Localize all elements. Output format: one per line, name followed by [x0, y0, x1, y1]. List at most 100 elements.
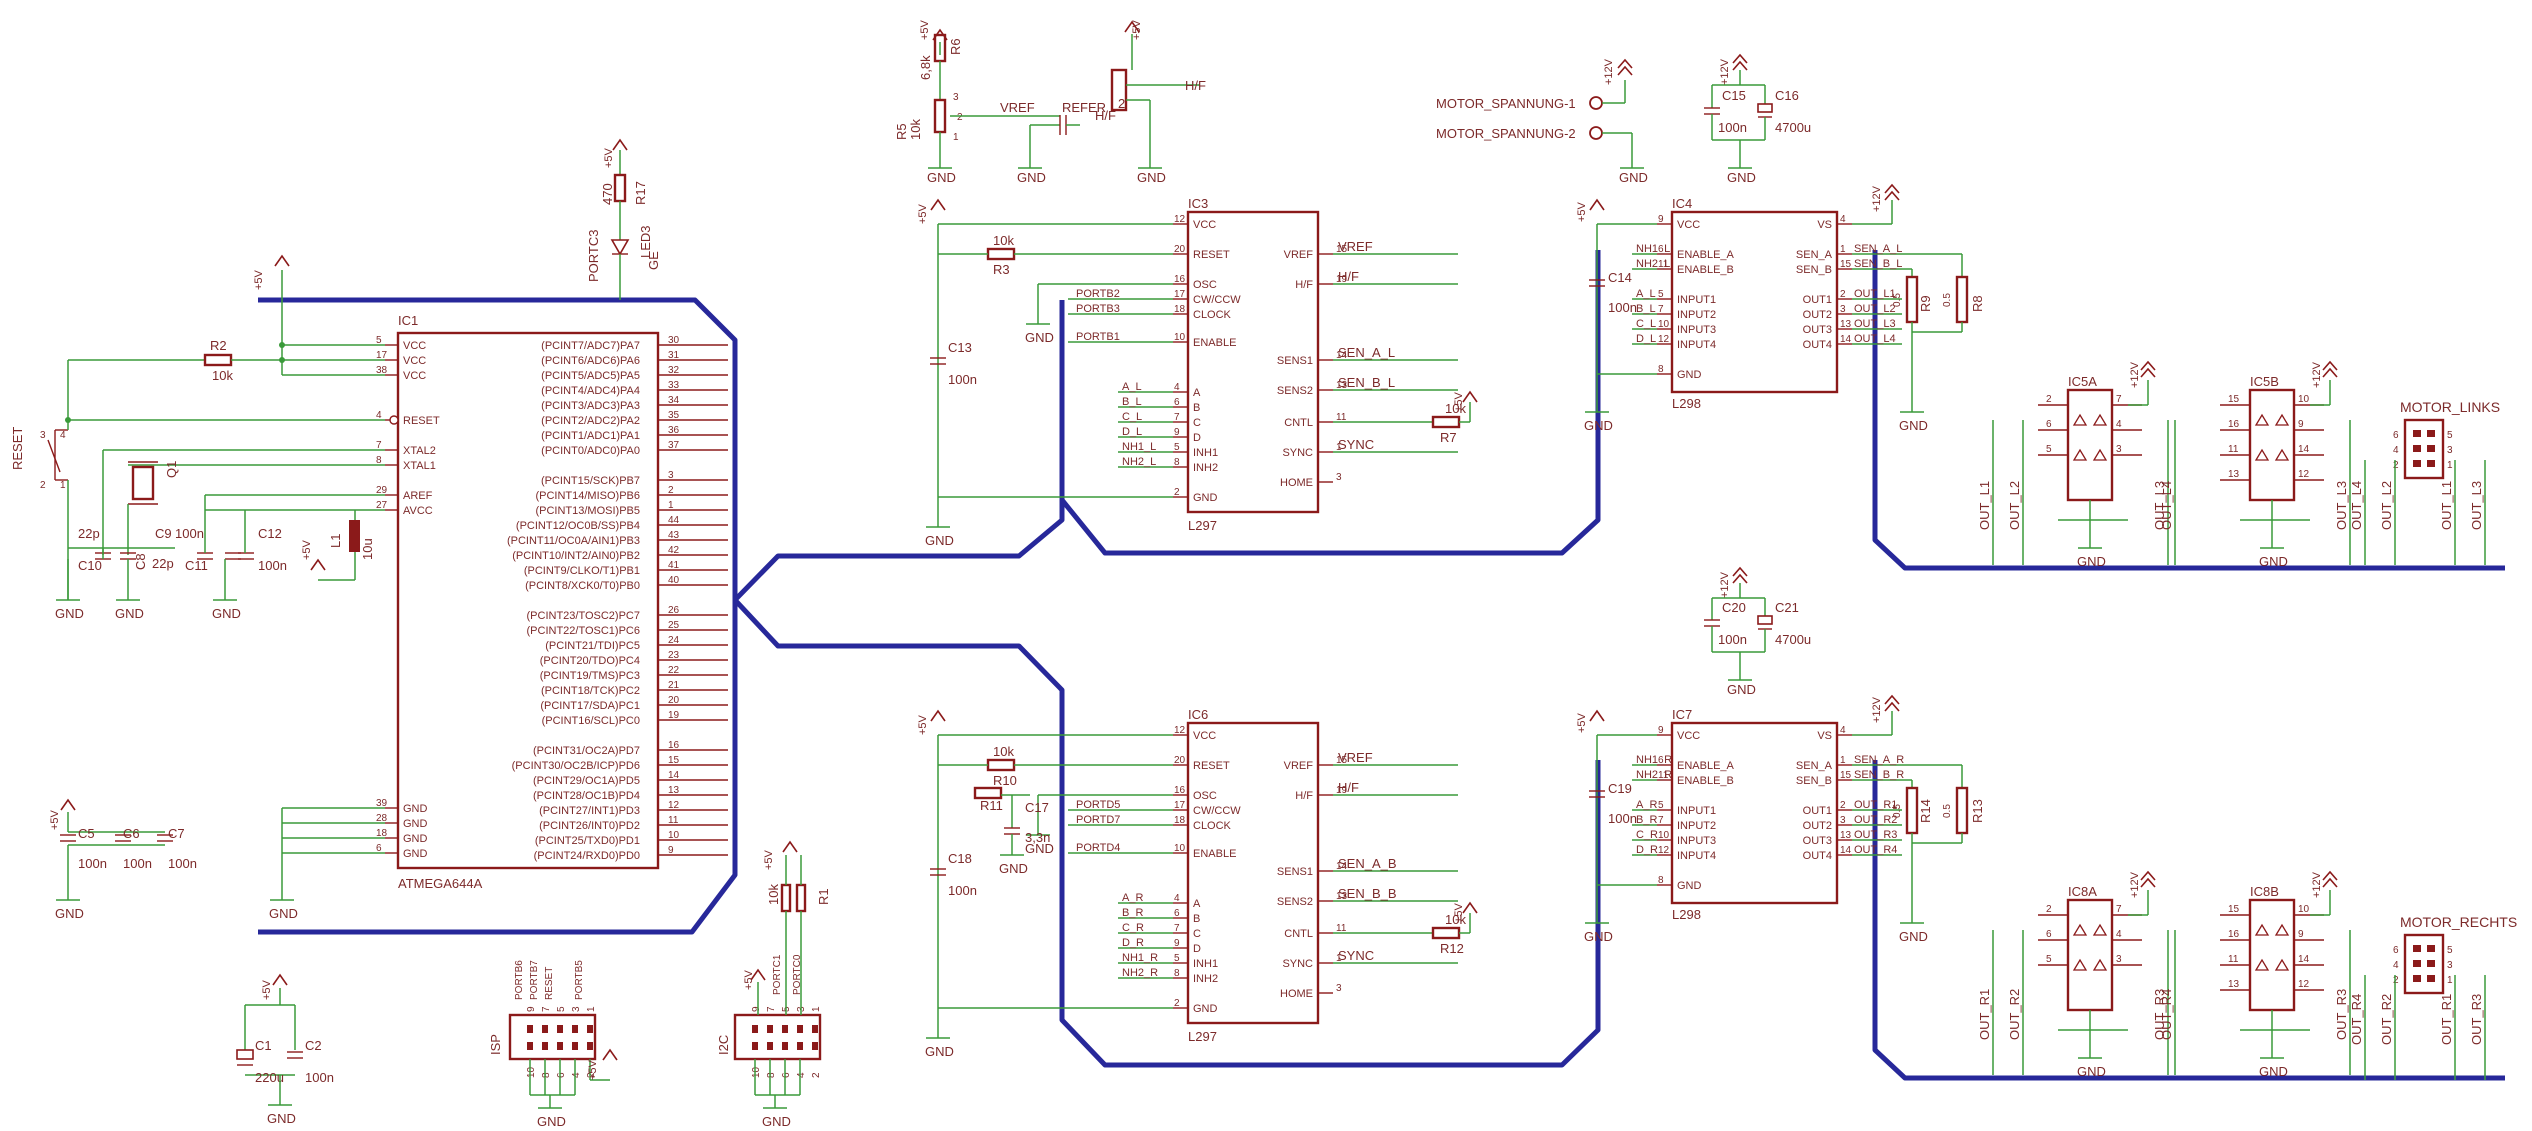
motor-rechts-pin-number: 3	[2447, 960, 2453, 971]
ic1-right-pin-label: (PCINT19/TMS)PC3	[540, 670, 640, 682]
header-pin	[587, 1042, 593, 1050]
ic4-left-pin-label: GND	[1677, 369, 1702, 381]
ic6-output-net: VREF	[1338, 750, 1373, 765]
ic7-sense-a-value: 0.5	[1892, 804, 1903, 818]
ic4-left-pin-label: INPUT3	[1677, 324, 1716, 336]
ic5a-body	[2066, 388, 2114, 502]
ic7-supply: +5V	[1576, 712, 1588, 733]
gnd-label: GND	[1619, 170, 1648, 185]
ic1-right-pin-number: 34	[668, 395, 680, 406]
cap-c12: C12 100n	[238, 526, 287, 573]
ic3-supply: +5V	[917, 203, 929, 224]
ic1-right-pin-number: 11	[668, 815, 679, 826]
ic7-right-pin-label: VS	[1817, 730, 1832, 742]
ic3-left-pin-number: 5	[1174, 442, 1180, 453]
ic6-value: L297	[1188, 1029, 1217, 1044]
ic1-right-pin-number: 30	[668, 335, 680, 346]
ic4-left-pin-label: INPUT1	[1677, 294, 1716, 306]
vref-divider: +5V R6 6,8k R5 10k 3 2 1 VREF GND GND	[894, 19, 1080, 185]
ic5b-diode	[2254, 448, 2270, 461]
ic1-right-pin-label: (PCINT2/ADC2)PA2	[541, 415, 640, 427]
ic6-right-pin-label: CNTL	[1284, 928, 1313, 940]
ic3-left-pin-number: 10	[1174, 332, 1186, 343]
ic1-left-pin-label: XTAL2	[403, 445, 436, 457]
ic6-right-pin-label: VREF	[1284, 760, 1314, 772]
c10-ref: C10	[78, 558, 102, 573]
ic8a-pin-number: 4	[2116, 929, 2122, 940]
ic6-right-pin-number: 1	[1336, 953, 1342, 964]
ic5a-pin-number: 5	[2046, 444, 2052, 455]
ic1-right-pin-number: 20	[668, 695, 680, 706]
i2c-supply-2: +5V	[743, 969, 755, 990]
motor-links-pin-number: 6	[2393, 430, 2399, 441]
i2c-supply: +5V	[763, 849, 775, 870]
ic4-cap-value: 100n	[1608, 300, 1637, 315]
ic5b-pin-number: 16	[2228, 419, 2240, 430]
c11-ref: C11	[185, 558, 208, 573]
ic3-left-pin-label: INH2	[1193, 462, 1218, 474]
ic5b-supply: +12V	[2311, 361, 2323, 388]
ic1-ref: IC1	[398, 313, 418, 328]
ic6-phase-net: C_R	[1122, 922, 1144, 934]
ic7-right-pin-number: 13	[1840, 830, 1852, 841]
vref-net: VREF	[1000, 100, 1035, 115]
ic3-right-pin-label: CNTL	[1284, 417, 1313, 429]
ic1-right-pin-number: 22	[668, 665, 680, 676]
ic7-sense-b-ref: R13	[1970, 799, 1985, 823]
ic7-vs-supply: +12V	[1871, 696, 1883, 723]
bus-main	[258, 297, 738, 935]
header-pin	[557, 1042, 563, 1050]
ic6-left-pin-label: B	[1193, 913, 1200, 925]
header-pin-number: 5	[556, 1006, 567, 1012]
ic3-left-pin-number: 2	[1174, 487, 1180, 498]
led-circuit: +5V R17 470 LED3 GE PORTC3	[586, 139, 661, 300]
ic4-right-pin-label: VS	[1817, 219, 1832, 231]
header-pin-number: 8	[541, 1072, 552, 1078]
ic3-left-pin-label: B	[1193, 402, 1200, 414]
ic8a-pin-number: 6	[2046, 929, 2052, 940]
ic6-cntl-ref: R12	[1440, 941, 1464, 956]
gnd-label: GND	[999, 861, 1028, 876]
ic7-input-net: NH1_R	[1636, 754, 1672, 766]
c9-ref: C9	[155, 526, 172, 541]
ic6-left-pin-number: 5	[1174, 953, 1180, 964]
ic3-osc-ref: R3	[993, 262, 1010, 277]
cap-c10: 22p C10	[78, 526, 111, 573]
c15-supply: +12V	[1719, 58, 1731, 85]
hf-jumper: +5V REFER 2 H/F H/F GND	[1062, 19, 1206, 185]
ic6-left-pin-label: A	[1193, 898, 1201, 910]
ic1-right-pin-number: 26	[668, 605, 680, 616]
ic6-r11	[973, 786, 1003, 800]
ic8b-ref: IC8B	[2250, 884, 2279, 899]
ic5a-diode	[2092, 413, 2108, 426]
header-pin	[542, 1025, 548, 1033]
ic5b-pin-number: 11	[2228, 444, 2239, 455]
r5-value: 10k	[908, 119, 923, 140]
reset-pin-4: 4	[60, 430, 66, 441]
ic1-atmega: IC1 ATMEGA644A VCC5VCC17VCC38RESET4XTAL2…	[376, 313, 728, 891]
ic4-input-net: B_L	[1636, 303, 1656, 315]
gnd-label: GND	[1137, 170, 1166, 185]
ic5b-body	[2248, 388, 2296, 502]
gnd-label: GND	[269, 906, 298, 921]
header-pin	[587, 1025, 593, 1033]
ic6-left-pin-number: 20	[1174, 755, 1186, 766]
ic1-right-pin-label: (PCINT3/ADC3)PA3	[541, 400, 640, 412]
hf-net-left: H/F	[1095, 108, 1116, 123]
ic1-left-pin-number: 7	[376, 440, 382, 451]
ic1-right-pin-label: (PCINT21/TDI)PC5	[545, 640, 640, 652]
ic4-left-pin-number: 12	[1658, 334, 1670, 345]
ic3-left-pin-number: 4	[1174, 382, 1180, 393]
ic6-right-pin-number: 15	[1336, 755, 1348, 766]
motor-supply: MOTOR_SPANNUNG-1 MOTOR_SPANNUNG-2 +12V G…	[1436, 58, 1648, 185]
i2c-net-portc0: PORTC0	[792, 954, 803, 995]
ic6-c17-ref: C17	[1025, 800, 1049, 815]
decoup-supply: +5V	[49, 809, 61, 830]
ic7-right-pin-number: 3	[1840, 815, 1846, 826]
ic8b-diode	[2254, 958, 2270, 971]
motor-rechts-net: OUT_R1	[2439, 994, 2454, 1045]
isp-net-portb6: PORTB6	[514, 960, 525, 1000]
